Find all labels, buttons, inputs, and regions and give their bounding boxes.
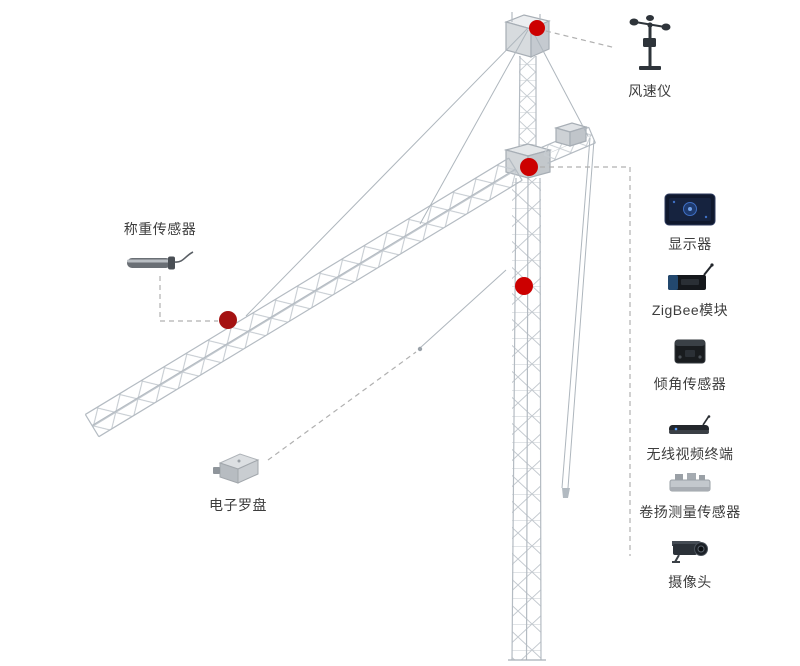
zigbee-label: ZigBee模块 — [651, 302, 729, 318]
anemometer-icon — [629, 15, 671, 70]
cctv-camera-icon — [672, 541, 708, 563]
panel-item-camera: 摄像头 — [628, 535, 752, 592]
connector-anemometer — [545, 30, 617, 49]
crane-jib — [84, 157, 523, 438]
marker-tower — [515, 277, 533, 295]
marker-slewing-unit — [520, 158, 538, 176]
camera-label: 摄像头 — [668, 574, 712, 590]
callout-load-sensor: 称重传感器 — [116, 219, 204, 276]
wireless-video-label: 无线视频终端 — [646, 446, 734, 462]
display-label: 显示器 — [668, 236, 712, 252]
marker-anemometer — [529, 20, 545, 36]
connector-right-panel — [540, 166, 631, 556]
crane-cables — [245, 25, 595, 498]
wireless-video-terminal-icon — [669, 415, 711, 434]
compass-icon — [213, 453, 260, 484]
tilt-sensor-icon — [674, 339, 706, 364]
zigbee-module-icon — [668, 263, 714, 290]
anemometer-label: 风速仪 — [628, 83, 672, 99]
panel-item-hoist-sensor: 卷扬测量传感器 — [628, 471, 752, 522]
connector-load-sensor — [159, 276, 218, 322]
marker-jib — [219, 311, 237, 329]
hoist-sensor-label: 卷扬测量传感器 — [639, 504, 741, 520]
hoist-sensor-icon — [669, 473, 711, 492]
crane-mast — [508, 177, 546, 661]
panel-item-zigbee: ZigBee模块 — [628, 263, 752, 320]
connector-compass — [267, 351, 417, 461]
crane-tower-head — [518, 55, 537, 153]
callout-connectors — [159, 30, 631, 556]
load-pin-sensor-icon — [127, 251, 194, 270]
crane-counterweight — [553, 122, 589, 147]
panel-item-wireless-video: 无线视频终端 — [628, 415, 752, 464]
callout-compass: 电子罗盘 — [202, 448, 274, 515]
load-sensor-label: 称重传感器 — [123, 221, 197, 237]
panel-item-tilt-sensor: 倾角传感器 — [628, 335, 752, 394]
tilt-sensor-label: 倾角传感器 — [653, 376, 727, 392]
callout-anemometer: 风速仪 — [611, 14, 689, 101]
monitor-icon — [664, 193, 716, 226]
compass-label: 电子罗盘 — [209, 497, 267, 513]
panel-item-display: 显示器 — [628, 193, 752, 254]
